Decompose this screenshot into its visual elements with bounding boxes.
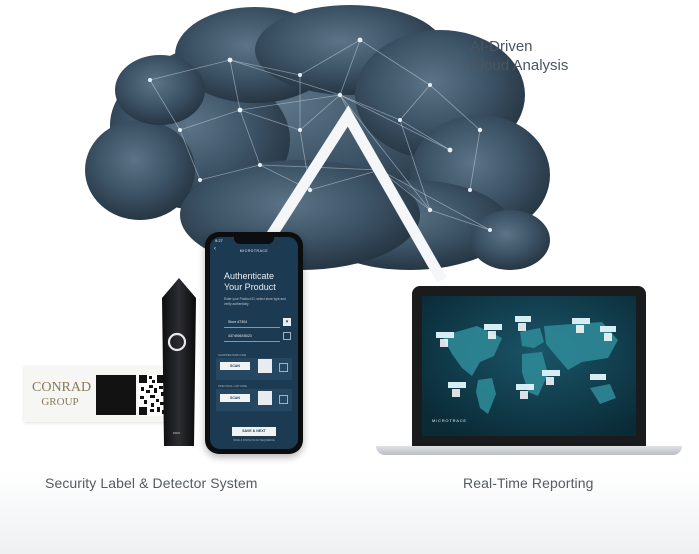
scan-section-label: SHOPPER BARCODE [218, 353, 247, 357]
phone-brand: MICROTRACE [239, 249, 269, 253]
product-id-value: 4374906X5023 [228, 334, 252, 338]
caption-real-time-reporting: Real-Time Reporting [463, 475, 594, 491]
floor-gradient [0, 470, 699, 554]
brand-line1: CONRAD [32, 380, 92, 395]
phone-heading-line1: Authenticate [224, 271, 275, 281]
laptop-lid: MICROTRACE [412, 286, 646, 446]
store-field-value: Store #7304 [228, 320, 248, 324]
smartphone: 9:27 ‹ MICROTRACE Authenticate Your Prod… [205, 232, 303, 454]
barcode-icon[interactable] [283, 332, 291, 340]
scan-button-2[interactable]: SCAN [220, 394, 250, 402]
detector-device [162, 278, 196, 446]
phone-notch [234, 237, 274, 244]
brand-line2: GROUP [41, 396, 79, 408]
map-qr-markers [440, 323, 612, 399]
scan-status-icon-1 [279, 363, 288, 372]
cloud-title-line2: Cloud Analysis [470, 57, 569, 74]
second-section-label: SPECTRAL CAPTURE [218, 384, 247, 388]
back-arrow-icon[interactable]: ‹ [214, 246, 216, 252]
scan-button-1[interactable]: SCAN [220, 362, 250, 370]
status-time: 9:27 [215, 238, 223, 243]
security-label-card: CONRAD GROUP [24, 366, 174, 422]
phone-heading: Authenticate Your Product [224, 271, 276, 293]
scan-thumbnail-2 [258, 391, 272, 405]
phone-instructions: Enter your Product ID, select store type… [224, 297, 286, 306]
scan-thumbnail-1 [258, 359, 272, 373]
cloud-title-line1: AI-Driven [470, 38, 533, 55]
save-next-button[interactable]: SAVE & NEXT [232, 427, 276, 436]
phone-footer: SAVE & FINISH SCAN SEQUENCE [233, 439, 275, 442]
qr-code-icon [138, 374, 166, 416]
world-map [422, 296, 636, 436]
laptop-screen: MICROTRACE [422, 296, 636, 436]
map-data-markers [436, 316, 616, 390]
store-field[interactable]: Store #7304 [224, 318, 280, 328]
product-id-field[interactable]: 4374906X5023 [224, 332, 280, 342]
phone-heading-line2: Your Product [224, 282, 276, 292]
dropdown-icon[interactable]: ▾ [283, 318, 291, 326]
laptop-brand: MICROTRACE [432, 418, 467, 423]
brand-logo: CONRAD GROUP [32, 380, 92, 410]
detector-button-icon [167, 332, 187, 352]
laptop-base [376, 446, 682, 455]
scan-status-icon-2 [279, 395, 288, 404]
security-ink-square [96, 375, 136, 415]
caption-detector-system: Security Label & Detector System [45, 475, 258, 491]
connection-triangle [257, 105, 447, 283]
phone-screen: 9:27 ‹ MICROTRACE Authenticate Your Prod… [210, 237, 298, 449]
